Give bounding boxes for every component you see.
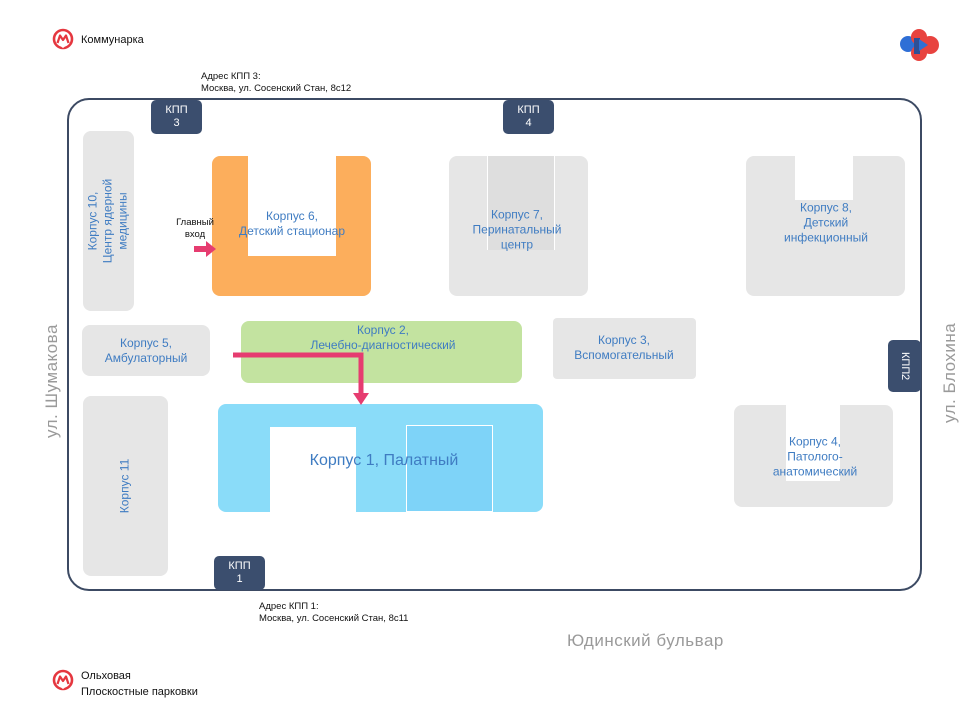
- building-11[interactable]: [83, 396, 168, 576]
- building-5-label: Корпус 5, Амбулаторный: [104, 336, 188, 365]
- building-4-label: Корпус 4, Патолого- анатомический: [772, 434, 858, 479]
- building-2[interactable]: [241, 321, 522, 383]
- logo-icon: [900, 29, 939, 61]
- street-right-label: ул. Блохина: [940, 322, 959, 423]
- building-6-label: Корпус 6, Детский стационар: [238, 209, 346, 238]
- checkpoint-4[interactable]: КПП 4: [503, 100, 554, 134]
- metro-station-top: Коммунарка: [81, 34, 144, 46]
- building-2-label: Корпус 2, Лечебно-диагностический: [310, 323, 456, 352]
- kpp3-address-title: Адрес КПП 3:: [201, 71, 261, 82]
- main-entrance-arrow-icon: [194, 241, 216, 257]
- building-3[interactable]: [553, 318, 696, 379]
- building-11-label: Корпус 11: [117, 458, 132, 514]
- building-1-courtyard: [270, 427, 356, 513]
- building-1-label: Корпус 1, Палатный: [309, 452, 459, 469]
- hospital-territory: [67, 98, 922, 591]
- building-3-label: Корпус 3, Вспомогательный: [574, 333, 674, 362]
- route-arrow-icon: [233, 352, 369, 405]
- building-5[interactable]: [82, 325, 210, 376]
- building-10-label: Корпус 10, Центр ядерной медицины: [85, 178, 130, 264]
- building-7-inner: [487, 156, 555, 250]
- kpp1-address: Москва, ул. Сосенский Стан, 8с11: [259, 613, 409, 624]
- metro-station-bottom: Ольховая: [81, 670, 131, 682]
- street-left-label: ул. Шумакова: [42, 324, 61, 438]
- street-bottom-label: Юдинский бульвар: [567, 631, 724, 650]
- building-1-wing: [406, 425, 493, 512]
- metro-icon: [52, 28, 74, 50]
- building-8-courtyard: [795, 156, 853, 200]
- building-6-courtyard: [248, 156, 336, 256]
- building-4-courtyard: [786, 405, 840, 481]
- building-8-label: Корпус 8, Детский инфекционный: [784, 200, 868, 245]
- main-entrance-label: Главный вход: [176, 217, 214, 240]
- kpp1-address-title: Адрес КПП 1:: [259, 601, 319, 612]
- building-10[interactable]: [83, 131, 134, 311]
- checkpoint-2[interactable]: КПП 2: [888, 340, 921, 392]
- kpp3-address: Москва, ул. Сосенский Стан, 8с12: [201, 83, 352, 94]
- metro-icon: [52, 669, 74, 691]
- parking-label: Плоскостные парковки: [81, 686, 198, 698]
- checkpoint-1[interactable]: КПП 1: [214, 556, 265, 590]
- building-7-label: Корпус 7, Перинатальный центр: [472, 207, 562, 252]
- checkpoint-3[interactable]: КПП 3: [151, 100, 202, 134]
